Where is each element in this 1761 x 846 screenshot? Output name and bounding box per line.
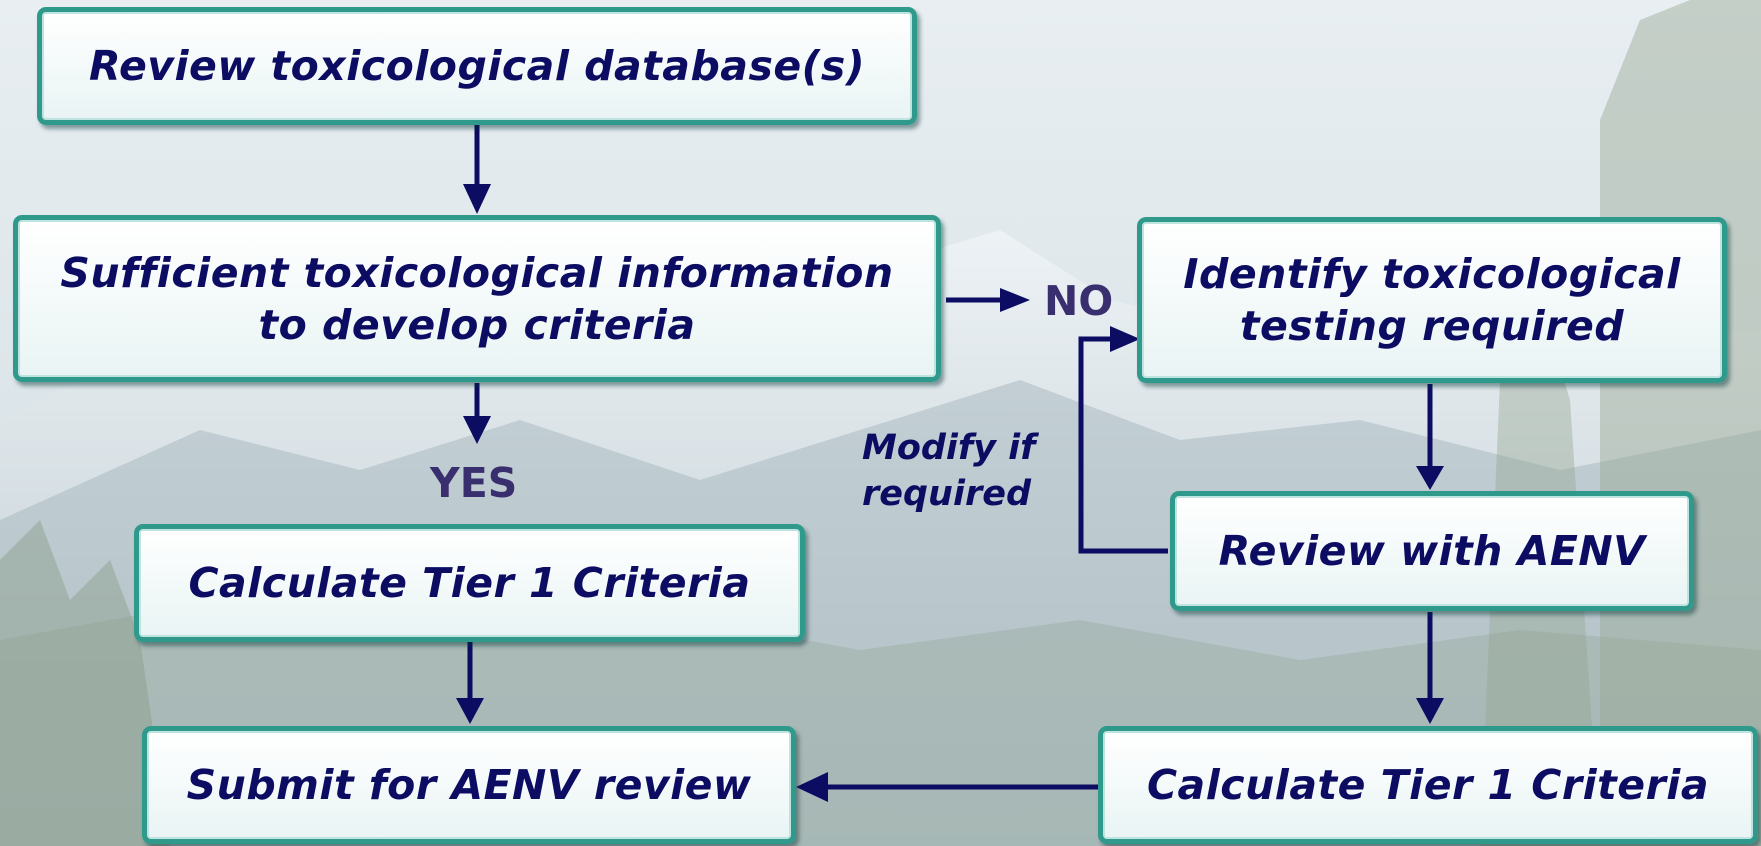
submit-aenv-review-text: Submit for AENV review [186, 761, 752, 809]
review-database-box: Review toxicological database(s) [37, 7, 917, 125]
calculate-tier1-right-text: Calculate Tier 1 Criteria [1146, 761, 1710, 809]
arrow-modify-loop [1078, 336, 1168, 554]
arrowhead-identify-to-review [1416, 466, 1444, 490]
arrowhead-review-to-calc-right [1416, 698, 1444, 724]
arrowhead-db-to-sufficient [463, 184, 491, 214]
modify-if-required-label: Modify if required [862, 428, 1036, 514]
submit-aenv-review-box: Submit for AENV review [142, 726, 796, 844]
identify-testing-box: Identify toxicological testing required [1137, 217, 1727, 383]
no-label: NO [1044, 277, 1114, 325]
sufficient-info-text: Sufficient toxicological information to … [60, 248, 894, 349]
identify-testing-text: Identify toxicological testing required [1183, 250, 1681, 350]
arrowhead-calc-left-to-submit [456, 698, 484, 724]
review-with-aenv-text: Review with AENV [1218, 527, 1646, 575]
arrowhead-modify-loop [1110, 326, 1140, 352]
yes-label: YES [430, 459, 518, 507]
calculate-tier1-left-text: Calculate Tier 1 Criteria [188, 559, 751, 607]
arrowhead-sufficient-to-no [1000, 288, 1030, 312]
review-with-aenv-box: Review with AENV [1170, 491, 1694, 611]
calculate-tier1-left-box: Calculate Tier 1 Criteria [134, 524, 805, 642]
review-database-text: Review toxicological database(s) [88, 42, 866, 90]
arrowhead-calc-right-to-submit [796, 772, 828, 802]
calculate-tier1-right-box: Calculate Tier 1 Criteria [1098, 726, 1758, 844]
arrowhead-sufficient-to-yes [463, 416, 491, 444]
sufficient-info-box: Sufficient toxicological information to … [13, 215, 941, 382]
